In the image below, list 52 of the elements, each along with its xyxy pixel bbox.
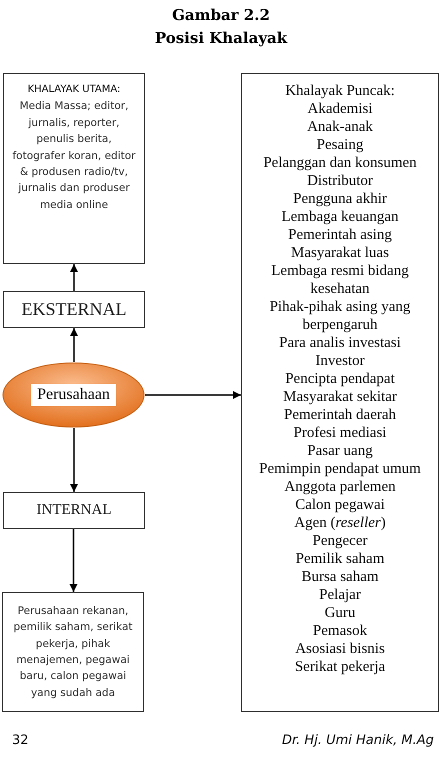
list-item: Pemasok [312, 622, 368, 640]
arrow [70, 264, 78, 291]
list-item: Asosiasi bisnis [295, 640, 385, 658]
list-item: Pelanggan dan konsumen [263, 154, 417, 172]
list-item: Pemimpin pendapat umum [259, 460, 421, 478]
list-item: Distributor [307, 172, 373, 190]
figure-subtitle: Posisi Khalayak [154, 29, 288, 47]
text-box [3, 291, 145, 328]
box-heading: KHALAYAK UTAMA: [26, 83, 122, 97]
list-item: Pencipta pendapat [285, 370, 395, 388]
list-item: Pemerintah asing [288, 226, 392, 244]
arrow [70, 428, 78, 492]
list-item: Pelajar [319, 586, 361, 604]
box-text: Perusahaan rekanan, pemilik saham, serikat pekerja, pihak menajemen, pegawai baru, calon pegawai yang sudah ada [12, 604, 134, 701]
author-name: Dr. Hj. Umi Hanik, M.Ag [282, 733, 434, 748]
list-box [241, 73, 439, 712]
list-item: Pengguna akhir [293, 190, 387, 208]
box-heading: Khalayak Puncak: [285, 82, 395, 100]
text-box [3, 492, 145, 529]
list-item: Serikat pekerja [294, 658, 386, 676]
arrow [70, 529, 78, 592]
arrow [145, 391, 241, 399]
list-item: Pesaing [316, 136, 364, 154]
list-item: Pemerintah daerah [284, 406, 396, 424]
list-item: Masyarakat sekitar [283, 388, 397, 406]
list-item: Pemilik saham [296, 550, 384, 568]
text-box [3, 73, 145, 264]
list-item: Akademisi [308, 100, 372, 118]
list-item: Lembaga resmi bidang kesehatan [270, 262, 410, 298]
list-item: Investor [315, 352, 365, 370]
list-item: Para analis investasi [279, 334, 401, 352]
arrow [70, 328, 78, 362]
ellipse-node [2, 362, 145, 428]
list-item: Pasar uang [307, 442, 373, 460]
text-box [2, 592, 144, 712]
list-item: Bursa saham [301, 568, 379, 586]
box-label: EKSTERNAL [22, 299, 126, 320]
list-item: Masyarakat luas [291, 244, 389, 262]
list-item: Anggota parlemen [284, 478, 396, 496]
list-item: Pengecer [312, 532, 368, 550]
list-item: Lembaga keuangan [281, 208, 399, 226]
box-label: INTERNAL [36, 502, 112, 519]
list-item: Calon pegawai [295, 496, 385, 514]
list-item: Profesi mediasi [294, 424, 386, 442]
list-item: Pihak-pihak asing yang berpengaruh [268, 298, 412, 334]
list-item: Anak-anak [307, 118, 373, 136]
figure-title: Gambar 2.2 [171, 6, 271, 24]
box-text: Media Massa; editor, jurnalis, reporter, penulis berita, fotografer koran, editor & produsen radio/tv, jurnalis dan produser media online [11, 99, 136, 213]
page-number: 32 [12, 733, 29, 748]
list-item: Guru [324, 604, 356, 622]
node-label: Perusahaan [31, 384, 116, 406]
list-item: Agen (reseller) [294, 514, 386, 532]
